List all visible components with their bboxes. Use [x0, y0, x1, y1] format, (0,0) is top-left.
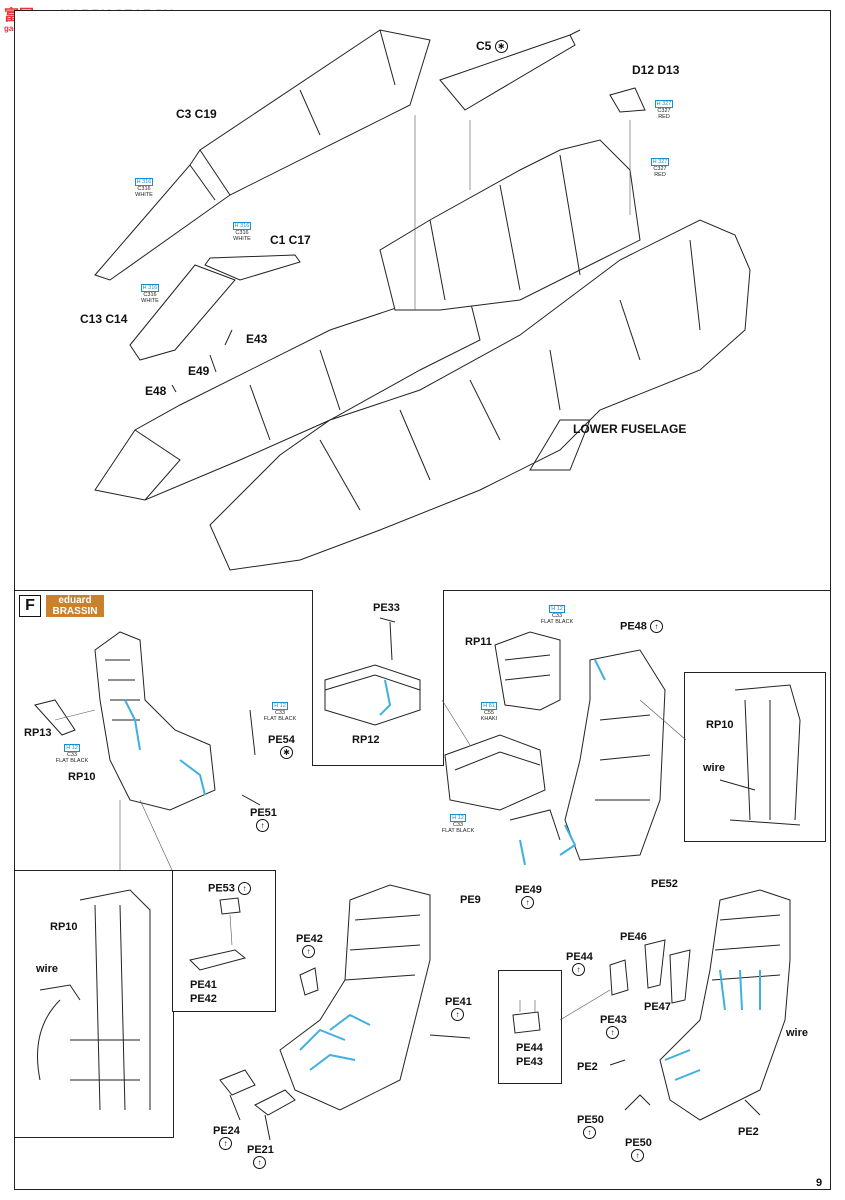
- bend-icon: ↑: [572, 963, 585, 976]
- label-pe41: PE41: [190, 979, 217, 991]
- section-letter: F: [19, 595, 41, 617]
- paint-callout: H 81 C55 KHAKI: [480, 702, 498, 722]
- label-pe41-b: PE41↑: [445, 996, 472, 1021]
- bend-icon: ↑: [606, 1026, 619, 1039]
- label-pe2: PE2: [577, 1061, 598, 1073]
- label-e43: E43: [246, 332, 268, 346]
- label-e48: E48: [145, 384, 167, 398]
- bend-icon: ↑: [583, 1126, 596, 1139]
- label-pe52: PE52: [651, 878, 678, 890]
- paint-callout: H 316 C316 WHITE: [232, 222, 252, 242]
- label-pe43: PE43: [516, 1056, 543, 1068]
- label-pe33: PE33: [373, 602, 400, 614]
- label-pe51: PE51↑: [250, 807, 277, 832]
- inset-pe53: [172, 870, 276, 1012]
- label-pe2-b: PE2: [738, 1126, 759, 1138]
- label-wire: wire: [36, 963, 59, 975]
- label-c5: C5 ✱: [476, 40, 508, 54]
- bend-icon: ↑: [237, 882, 251, 895]
- paint-callout: H 12 C33 FLAT BLACK: [263, 702, 297, 722]
- label-pe44: PE44: [516, 1042, 543, 1054]
- paint-callout: H 12 C33 FLAT BLACK: [441, 814, 475, 834]
- label-c3-c19: C3 C19: [176, 107, 217, 121]
- label-e49: E49: [188, 364, 210, 378]
- bend-icon: ↑: [253, 1156, 266, 1169]
- label-pe9: PE9: [460, 894, 481, 906]
- label-rp10: RP10: [68, 771, 96, 783]
- brassin-badge: eduard BRASSIN: [46, 595, 104, 617]
- bend-icon: ↑: [219, 1137, 232, 1150]
- label-pe50: PE50↑: [577, 1114, 604, 1139]
- label-pe42: PE42: [190, 993, 217, 1005]
- lower-fuselage-drawing: [94, 29, 751, 571]
- paint-callout: H 316 C316 WHITE: [140, 284, 160, 304]
- label-pe43-b: PE43↑: [600, 1014, 627, 1039]
- bend-icon: ↑: [631, 1149, 644, 1162]
- label-rp11: RP11: [465, 636, 492, 648]
- label-pe46: PE46: [620, 931, 647, 943]
- label-d12-d13: D12 D13: [632, 63, 680, 77]
- label-pe49: PE49↑: [515, 884, 542, 909]
- page-number: 9: [816, 1177, 823, 1189]
- cement-icon: ✱: [494, 40, 508, 54]
- label-pe47: PE47: [644, 1001, 671, 1013]
- label-rp13: RP13: [24, 727, 52, 739]
- label-pe21: PE21↑: [247, 1144, 274, 1169]
- label-rp10-right: RP10: [706, 719, 734, 731]
- bend-icon: ↑: [302, 945, 315, 958]
- label-rp12: RP12: [352, 734, 380, 746]
- label-pe50-b: PE50↑: [625, 1137, 652, 1162]
- bend-icon: ↑: [451, 1008, 464, 1021]
- label-wire: wire: [703, 762, 726, 774]
- paint-callout: H 12 C33 FLAT BLACK: [55, 744, 89, 764]
- label-pe42-b: PE42↑: [296, 933, 323, 958]
- label-pe24: PE24↑: [213, 1125, 240, 1150]
- label-wire: wire: [786, 1027, 809, 1039]
- bend-icon: ↑: [256, 819, 269, 832]
- label-pe53: PE53 ↑: [208, 882, 251, 895]
- label-pe44-b: PE44↑: [566, 951, 593, 976]
- label-pe48: PE48 ↑: [620, 620, 663, 633]
- label-c13-c14: C13 C14: [80, 312, 128, 326]
- paint-callout: H 12 C33 FLAT BLACK: [540, 605, 574, 625]
- label-lower-fuselage: LOWER FUSELAGE: [573, 422, 687, 436]
- label-pe54: PE54✱: [268, 734, 295, 759]
- bend-icon: ↑: [649, 620, 663, 633]
- inset-rp10-right: [684, 672, 826, 842]
- label-rp10-left: RP10: [50, 921, 78, 933]
- paint-callout: H 327 C327 RED: [650, 158, 670, 178]
- paint-callout: H 327 C327 RED: [654, 100, 674, 120]
- bend-icon: ↑: [521, 896, 534, 909]
- label-c1-c17: C1 C17: [270, 233, 311, 247]
- paint-callout: H 316 C316 WHITE: [134, 178, 154, 198]
- cement-icon: ✱: [280, 746, 293, 759]
